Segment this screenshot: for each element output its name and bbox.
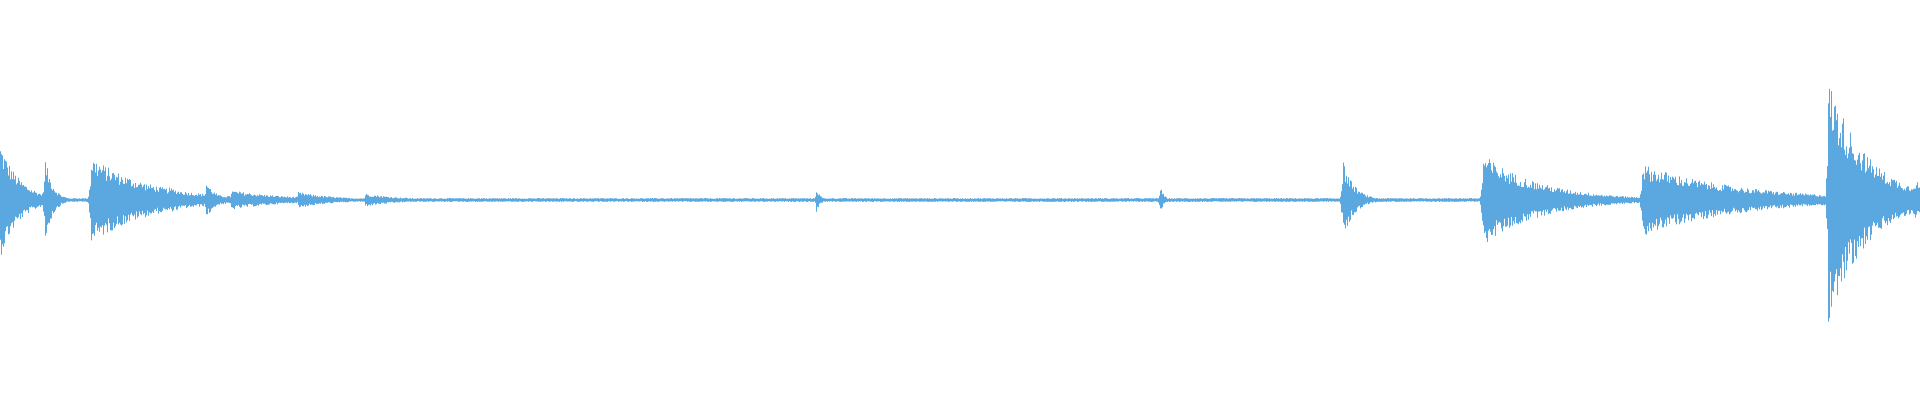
waveform-path xyxy=(0,88,1920,322)
